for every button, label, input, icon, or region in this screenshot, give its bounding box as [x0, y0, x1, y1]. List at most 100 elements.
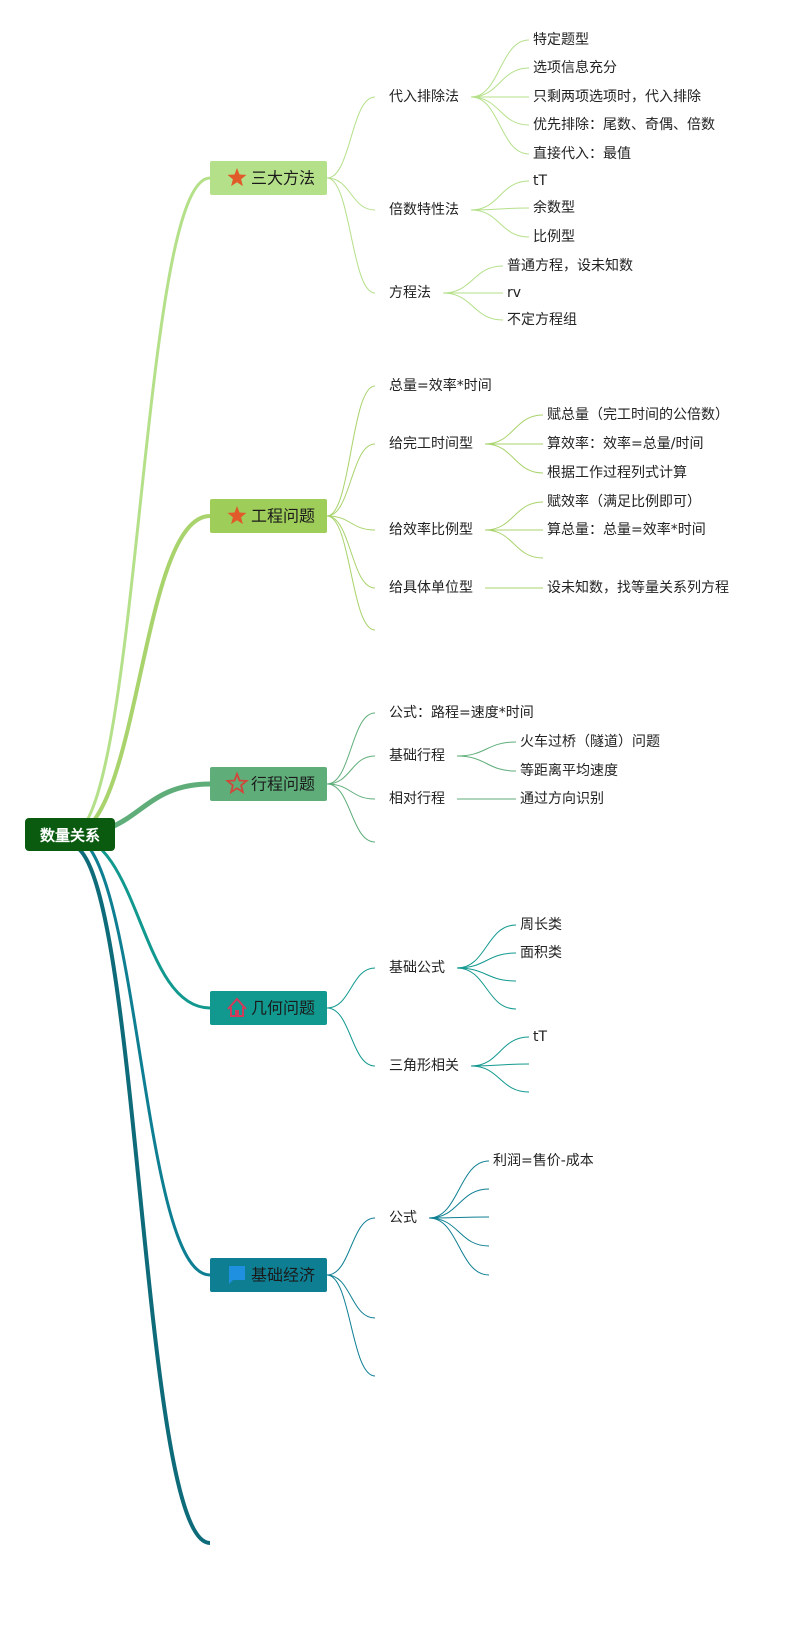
- subtopic-1-1-3[interactable]: 只剩两项选项时，代入排除: [533, 89, 701, 105]
- topic-2-4[interactable]: 给具体单位型: [389, 580, 473, 596]
- subtopic-1-2-3[interactable]: 比例型: [533, 229, 575, 245]
- subtopic-connector-1-1-1: [470, 39, 530, 98]
- branch-2-connector-2: [326, 443, 376, 517]
- star-filled-icon: [227, 506, 247, 525]
- branch-2-connector-5: [326, 515, 376, 631]
- subtopic-connector-2-3-1: [484, 501, 544, 531]
- subtopic-connector-4-2-1: [470, 1036, 530, 1067]
- branch-box-3[interactable]: [210, 767, 327, 801]
- subtopic-connector-5-1-4: [428, 1217, 490, 1247]
- subtopic-connector-4-2-2: [470, 1063, 530, 1067]
- branch-3-connector-3: [326, 783, 376, 800]
- topic-2-1[interactable]: 总量=效率*时间: [389, 377, 492, 394]
- subtopic-connector-2-2-1: [484, 414, 544, 445]
- branch-2[interactable]: [210, 499, 327, 533]
- branch-3-connector-4: [326, 783, 376, 843]
- subtopic-connector-4-1-2: [456, 952, 517, 969]
- subtopic-1-2-1[interactable]: tT: [533, 173, 547, 189]
- branch-2-connector-4: [326, 515, 376, 589]
- branch-3-connector-2: [326, 755, 376, 785]
- subtopic-2-2-3[interactable]: 根据工作过程列式计算: [547, 465, 687, 481]
- subtopic-1-1-2[interactable]: 选项信息充分: [533, 59, 617, 76]
- subtopic-connector-1-2-2: [470, 207, 530, 211]
- topic-1-2[interactable]: 倍数特性法: [389, 202, 459, 218]
- subtopic-1-3-2[interactable]: rv: [507, 285, 521, 301]
- subtopic-1-1-4[interactable]: 优先排除：尾数、奇偶、倍数: [533, 116, 715, 133]
- subtopic-connector-3-2-1: [456, 741, 517, 757]
- branch-5-connector-3: [326, 1274, 376, 1377]
- topic-2-3[interactable]: 给效率比例型: [389, 521, 473, 538]
- subtopic-connector-5-1-5: [428, 1217, 490, 1276]
- subtopic-1-1-5[interactable]: 直接代入：最值: [533, 145, 631, 162]
- root-title[interactable]: 数量关系: [40, 827, 100, 845]
- star-outline-icon: [225, 771, 249, 795]
- branch-1-connector-1: [326, 96, 376, 179]
- topic-3-2[interactable]: 基础行程: [389, 747, 445, 764]
- subtopic-5-1-1[interactable]: 利润=售价-成本: [493, 1153, 594, 1169]
- subtopic-connector-2-3-3: [484, 529, 544, 559]
- root-node[interactable]: 数量关系: [25, 818, 115, 851]
- subtopic-connector-1-3-3: [442, 292, 504, 321]
- subtopic-4-1-1[interactable]: 周长类: [520, 917, 562, 933]
- branch-title-1[interactable]: 三大方法: [251, 169, 315, 188]
- branch-3[interactable]: [210, 767, 327, 801]
- subtopic-1-2-2[interactable]: 余数型: [533, 199, 575, 216]
- branch-1[interactable]: [210, 161, 327, 195]
- topic-4-2[interactable]: 三角形相关: [389, 1058, 459, 1074]
- branch-4-connector-2: [326, 1007, 376, 1067]
- subtopic-connector-1-1-4: [470, 96, 530, 126]
- subtopic-connector-3-2-2: [456, 755, 517, 772]
- branch-box-2[interactable]: [210, 499, 327, 533]
- subtopic-4-2-1[interactable]: tT: [533, 1029, 547, 1045]
- subtopic-2-4-1[interactable]: 设未知数，找等量关系列方程: [547, 579, 729, 596]
- subtopic-connector-4-2-3: [470, 1065, 530, 1093]
- subtopic-2-2-1[interactable]: 赋总量（完工时间的公倍数）: [547, 407, 729, 423]
- topic-3-1[interactable]: 公式：路程=速度*时间: [389, 705, 534, 721]
- subtopic-connector-5-1-3: [428, 1216, 490, 1219]
- subtopic-1-3-1[interactable]: 普通方程，设未知数: [507, 257, 633, 274]
- branch-5-connector-2: [326, 1274, 376, 1319]
- topic-1-1[interactable]: 代入排除法: [389, 89, 459, 105]
- subtopic-connector-4-1-1: [456, 924, 517, 969]
- branch-3-connector-1: [326, 712, 376, 785]
- subtopic-connector-4-1-4: [456, 967, 517, 1010]
- branch-box-1[interactable]: [210, 161, 327, 195]
- branch-4-connector-1: [326, 967, 376, 1009]
- subtopic-3-2-2[interactable]: 等距离平均速度: [520, 762, 618, 779]
- branch-5[interactable]: [210, 1258, 327, 1292]
- branch-title-3[interactable]: 行程问题: [251, 775, 315, 794]
- subtopic-2-2-2[interactable]: 算效率：效率=总量/时间: [547, 435, 703, 452]
- root-connector-4: [69, 833, 211, 1010]
- branch-title-4[interactable]: 几何问题: [251, 999, 315, 1018]
- root-connector-5: [69, 833, 211, 1277]
- subtopic-connector-1-1-2: [470, 67, 530, 98]
- subtopic-4-1-2[interactable]: 面积类: [520, 945, 562, 961]
- subtopic-3-2-1[interactable]: 火车过桥（隧道）问题: [520, 733, 660, 750]
- root-connector-1: [69, 176, 211, 837]
- topic-2-2[interactable]: 给完工时间型: [389, 436, 473, 452]
- subtopic-connector-1-3-1: [442, 265, 504, 294]
- root-box[interactable]: [25, 818, 115, 851]
- subtopic-2-3-2[interactable]: 算总量：总量=效率*时间: [547, 521, 706, 538]
- subtopic-1-3-3[interactable]: 不定方程组: [507, 312, 577, 328]
- branch-1-connector-3: [326, 177, 376, 294]
- tail-line: [69, 843, 211, 1545]
- subtopic-2-3-1[interactable]: 赋效率（满足比例即可）: [547, 493, 701, 510]
- topic-5-1[interactable]: 公式: [389, 1210, 417, 1226]
- branch-1-connector-2: [326, 177, 376, 211]
- topic-4-1[interactable]: 基础公式: [389, 959, 445, 976]
- subtopic-3-3-1[interactable]: 通过方向识别: [520, 791, 604, 807]
- branch-title-5[interactable]: 基础经济: [251, 1266, 315, 1285]
- subtopic-connector-1-2-1: [470, 180, 530, 211]
- branch-title-2[interactable]: 工程问题: [251, 507, 315, 526]
- topic-3-3[interactable]: 相对行程: [389, 791, 445, 807]
- branch-4[interactable]: [210, 991, 327, 1025]
- house-icon: [227, 997, 247, 1017]
- subtopic-1-1-1[interactable]: 特定题型: [533, 32, 589, 48]
- subtopic-connector-1-2-3: [470, 209, 530, 238]
- subtopic-connector-1-1-5: [470, 96, 530, 155]
- subtopic-connector-5-1-2: [428, 1188, 490, 1219]
- subtopic-connector-5-1-1: [428, 1160, 490, 1219]
- topic-1-3[interactable]: 方程法: [389, 285, 431, 301]
